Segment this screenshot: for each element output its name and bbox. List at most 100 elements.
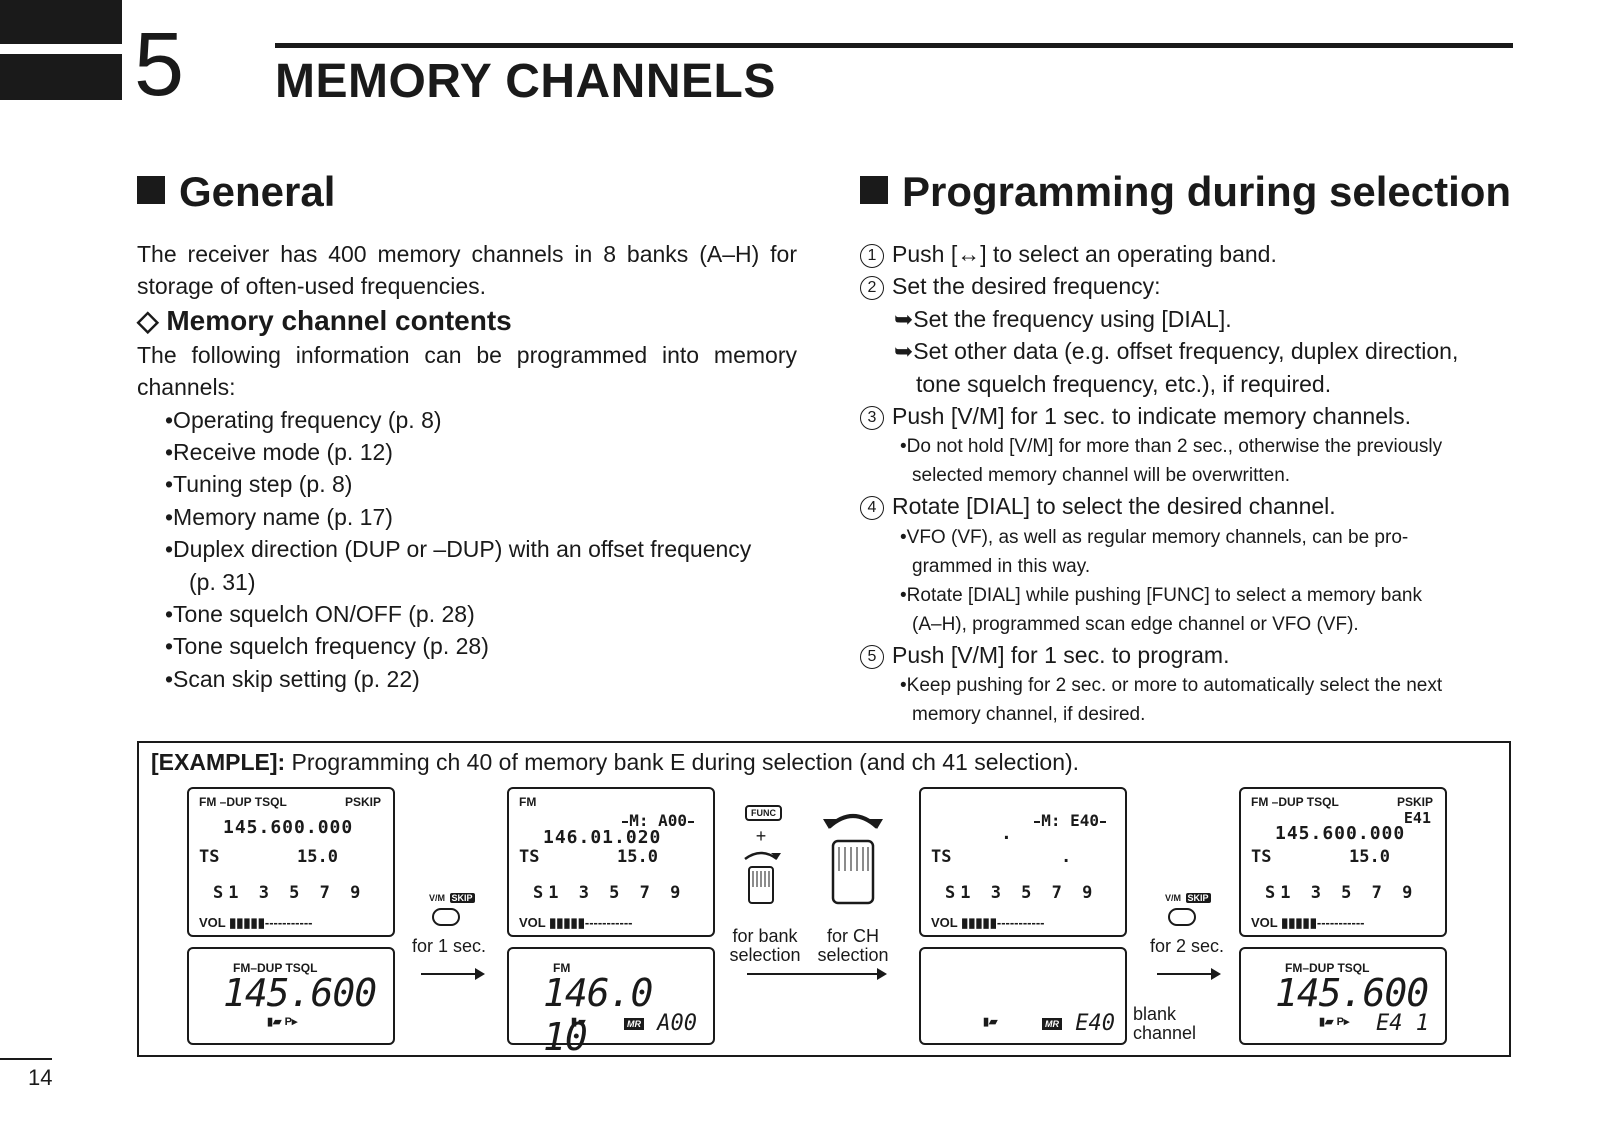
general-heading: General bbox=[137, 168, 335, 216]
caption-ch-selection: for CH selection bbox=[817, 926, 889, 965]
lcd-volume: VOL ▮▮▮▮▮----------- bbox=[519, 915, 633, 930]
mr-icon: MR bbox=[624, 1018, 644, 1030]
step-note: •Keep pushing for 2 sec. or more to auto… bbox=[900, 675, 1443, 697]
lcd-frequency: . bbox=[1001, 823, 1013, 844]
memory-contents-heading: ◇ Memory channel contents bbox=[137, 304, 512, 336]
chapter-title: MEMORY CHANNELS bbox=[275, 55, 776, 108]
example-description: Programming ch 40 of memory bank E durin… bbox=[285, 749, 1080, 775]
lcd-ts: TS bbox=[1251, 847, 1272, 867]
list-item: •Receive mode (p. 12) bbox=[165, 439, 393, 466]
lcd-ts-value: 15.0 bbox=[1349, 847, 1390, 867]
lcd-volume: VOL ▮▮▮▮▮----------- bbox=[1251, 915, 1365, 930]
list-item: •Scan skip setting (p. 22) bbox=[165, 665, 420, 692]
programming-heading-text: Programming during selection bbox=[902, 168, 1512, 215]
lcd-bottom-screen-2: FM 146.0 10 ▮▰ MR A00 bbox=[507, 947, 715, 1059]
lcd-top-screen-3: M: E40 . TS . S1 3 5 7 9 VOL ▮▮▮▮▮------… bbox=[919, 787, 1127, 937]
lcd-indicators: ▮▰ P▸ bbox=[1319, 1016, 1350, 1028]
dial-knob-small-icon bbox=[744, 851, 781, 904]
lcd-frequency: 145.600.000 bbox=[1275, 823, 1406, 844]
square-bullet-icon bbox=[860, 176, 888, 204]
page-number: 14 bbox=[28, 1065, 53, 1090]
lcd-volume: VOL ▮▮▮▮▮----------- bbox=[931, 915, 1045, 930]
general-heading-text: General bbox=[179, 168, 336, 215]
lcd-big-frequency: 145.600 bbox=[1275, 971, 1429, 1015]
lcd-memory-channel: E41 bbox=[1403, 809, 1431, 827]
lcd-channel: MR E40 bbox=[1042, 1011, 1115, 1036]
lcd-bottom-screen-1: FM–DUP TSQL 145.600 ▮▰ P▸ bbox=[187, 947, 395, 1045]
vm-key-icon bbox=[432, 908, 460, 926]
chapter-number: 5 bbox=[134, 15, 185, 115]
mr-icon: MR bbox=[1042, 1018, 1062, 1030]
step-number: 2 bbox=[860, 276, 884, 301]
step-note: •VFO (VF), as well as regular memory cha… bbox=[900, 526, 1409, 548]
lcd-memory-channel: M: A00 bbox=[621, 811, 695, 830]
lcd-channel: E4 1 bbox=[1376, 1011, 1429, 1036]
lcd-big-frequency: 145.600 bbox=[223, 971, 377, 1015]
lcd-channel-text: E40 bbox=[1075, 1011, 1115, 1036]
vm-skip-key-label: V/M SKIP bbox=[427, 893, 475, 903]
caption-2-sec: for 2 sec. bbox=[1149, 936, 1225, 956]
lcd-status: FM –DUP TSQL bbox=[199, 795, 287, 809]
vm-key-icon bbox=[1168, 908, 1196, 926]
lcd-ts: TS bbox=[199, 847, 220, 867]
list-item: •Operating frequency (p. 8) bbox=[165, 406, 442, 433]
step-detail: ➥Set the frequency using [DIAL]. bbox=[894, 305, 1232, 332]
page-number-rule bbox=[0, 1058, 52, 1060]
func-key-icon: FUNC bbox=[745, 805, 782, 821]
step-number: 4 bbox=[860, 496, 884, 521]
chapter-rule bbox=[275, 43, 1513, 48]
arrow-right-icon bbox=[747, 968, 887, 980]
list-item: •Tuning step (p. 8) bbox=[165, 471, 353, 498]
chapter-tab-bar bbox=[0, 0, 122, 44]
lcd-bottom-screen-4: FM–DUP TSQL 145.600 ▮▰ P▸ E4 1 bbox=[1239, 947, 1447, 1045]
list-item: (p. 31) bbox=[189, 568, 256, 595]
step-note: selected memory channel will be overwrit… bbox=[912, 465, 1291, 487]
lcd-ts: TS bbox=[519, 847, 540, 867]
step-4: 4 Rotate [DIAL] to select the desired cha… bbox=[860, 490, 1512, 522]
lcd-status: FM–DUP TSQL bbox=[233, 961, 318, 975]
lcd-volume: VOL ▮▮▮▮▮----------- bbox=[199, 915, 313, 930]
lcd-status: FM bbox=[553, 961, 571, 975]
memory-contents-intro: The following information can be program… bbox=[137, 341, 797, 401]
example-label: [EXAMPLE]: bbox=[151, 749, 286, 775]
caption-bank-selection: for bank selection bbox=[729, 926, 801, 965]
list-item: •Tone squelch ON/OFF (p. 28) bbox=[165, 601, 475, 628]
lcd-channel-text: A00 bbox=[657, 1011, 697, 1036]
programming-heading: Programming during selection bbox=[860, 168, 1511, 216]
step-note: •Do not hold [V/M] for more than 2 sec.,… bbox=[900, 436, 1443, 458]
step-detail: tone squelch frequency, etc.), if requir… bbox=[916, 370, 1332, 397]
lcd-memory-channel-text: M: E40 bbox=[1041, 811, 1099, 830]
list-item: •Memory name (p. 17) bbox=[165, 503, 393, 530]
step-text: Rotate [DIAL] to select the desired chan… bbox=[892, 493, 1336, 520]
step-number: 3 bbox=[860, 406, 884, 431]
general-column: The receiver has 400 memory channels in … bbox=[137, 238, 797, 695]
lcd-indicators: ▮▰ P▸ bbox=[267, 1016, 298, 1028]
step-detail: ➥Set other data (e.g. offset frequency, … bbox=[894, 338, 1459, 365]
lcd-smeter: S1 3 5 7 9 bbox=[1265, 883, 1418, 903]
step-note: memory channel, if desired. bbox=[912, 704, 1146, 726]
caption-1-sec: for 1 sec. bbox=[411, 936, 487, 956]
list-item: •Duplex direction (DUP or –DUP) with an … bbox=[165, 536, 752, 563]
step-text: Push [↔] to select an operating band. bbox=[892, 241, 1277, 267]
lcd-ts-value: 15.0 bbox=[297, 847, 338, 867]
lcd-pskip: PSKIP bbox=[344, 795, 381, 809]
lcd-memory-channel: M: E40 bbox=[1033, 811, 1107, 830]
skip-label: SKIP bbox=[1185, 893, 1211, 903]
step-text: Push [V/M] for 1 sec. to program. bbox=[892, 641, 1230, 668]
lcd-smeter: S1 3 5 7 9 bbox=[945, 883, 1098, 903]
lcd-big-frequency: 146.0 10 bbox=[543, 971, 653, 1059]
lcd-status: FM bbox=[519, 795, 537, 809]
lcd-pskip: PSKIP bbox=[1396, 795, 1433, 809]
lcd-top-screen-2: FM M: A00 146.01.020 TS 15.0 S1 3 5 7 9 … bbox=[507, 787, 715, 937]
lcd-ts-value: . bbox=[1061, 847, 1072, 867]
lcd-status: FM–DUP TSQL bbox=[1285, 961, 1370, 975]
lcd-smeter: S1 3 5 7 9 bbox=[533, 883, 686, 903]
step-note: (A–H), programmed scan edge channel or V… bbox=[912, 613, 1359, 635]
lcd-ts-value: 15.0 bbox=[617, 847, 658, 867]
lcd-top-screen-1: FM –DUP TSQL PSKIP 145.600.000 TS 15.0 S… bbox=[187, 787, 395, 937]
list-item: •Tone squelch frequency (p. 28) bbox=[165, 633, 489, 660]
step-note: •Rotate [DIAL] while pushing [FUNC] to s… bbox=[900, 584, 1422, 606]
